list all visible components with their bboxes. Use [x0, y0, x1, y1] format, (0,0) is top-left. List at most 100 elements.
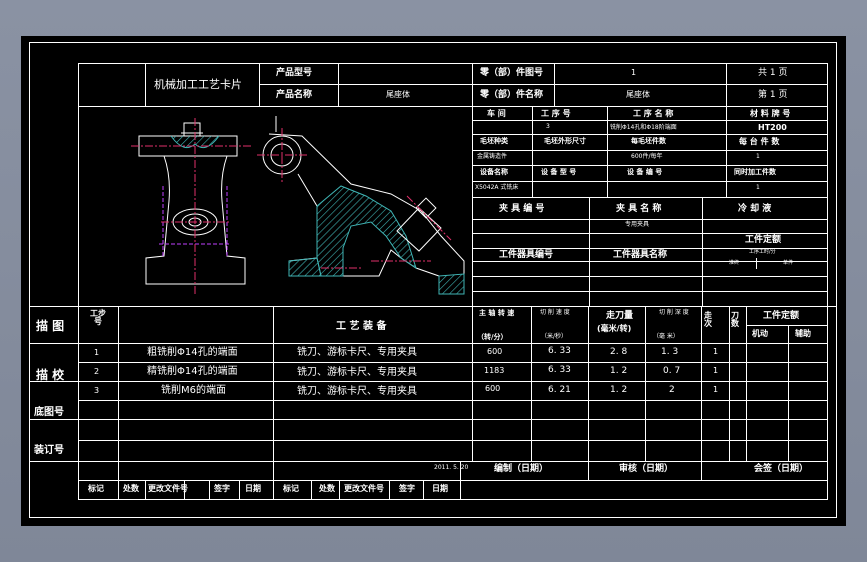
workshop-label: 车 间 — [487, 109, 506, 118]
quota-label: 工件定额 — [745, 235, 782, 245]
step-feed: 1. 2 — [610, 366, 628, 376]
fixture-name-label: 夹 具 名 称 — [616, 204, 662, 214]
product-name-label: 产品名称 — [276, 90, 313, 100]
material: HT200 — [758, 123, 787, 132]
equip-no-label: 设 备 编 号 — [627, 168, 663, 176]
footer-count-2: 处数 — [319, 484, 335, 493]
quota-single: 单件 — [783, 260, 794, 266]
step-cut-speed: 6. 33 — [548, 365, 571, 375]
fixture-no-label: 夹 具 编 号 — [499, 204, 545, 214]
countersign-label: 会签（日期） — [754, 464, 809, 474]
card-title: 机械加工工艺卡片 — [154, 78, 242, 91]
step-feed: 2. 8 — [610, 347, 628, 357]
step-content: 铣削M6的端面 — [161, 385, 226, 396]
step-no: 1 — [94, 348, 100, 357]
step-passes: 1 — [713, 385, 719, 394]
cut-depth-unit: （毫 米） — [653, 333, 679, 340]
side-view — [257, 116, 465, 295]
side-label-base-no: 底图号 — [34, 407, 64, 418]
side-centerline-screw — [406, 195, 452, 241]
station-tool-no-label: 工件器具编号 — [499, 250, 554, 260]
compile-label: 编制（日期） — [494, 464, 549, 474]
quota-prep: 准终 — [729, 260, 740, 266]
side-hatch-upper — [316, 185, 417, 277]
blank-type-label: 毛坯种类 — [480, 137, 508, 145]
step-depth: 2 — [669, 385, 675, 395]
cutting-speed-header: 切 削 速 度 — [540, 309, 570, 316]
step-speed: 1183 — [484, 366, 505, 375]
side-label-trace: 描 校 — [36, 368, 65, 382]
passes-header: 走 次 — [704, 311, 712, 328]
side-screw-head — [415, 197, 437, 219]
part-name: 尾座体 — [626, 90, 650, 99]
step-cut-speed: 6. 21 — [548, 385, 571, 395]
blank-qty-label: 每毛坯件数 — [631, 137, 666, 145]
part-no: 1 — [631, 68, 637, 77]
step-content: 精铣削Φ14孔的端面 — [147, 366, 238, 377]
process-no: 3 — [546, 123, 550, 130]
step-equipment: 铣刀、游标卡尺、专用夹具 — [297, 347, 417, 358]
process-name: 铣削Φ14孔和Φ18阶端面 — [610, 124, 677, 131]
per-machine-label: 每 台 件 数 — [739, 137, 780, 146]
equipment-header: 工 艺 装 备 — [336, 321, 387, 332]
cutting-speed-unit: （米/秒） — [541, 333, 568, 340]
spindle-speed-unit: （转/分） — [477, 333, 508, 341]
side-screw-housing — [396, 207, 442, 252]
step-depth: 1. 3 — [661, 347, 679, 357]
step-passes: 1 — [713, 366, 719, 375]
step-passes: 1 — [713, 347, 719, 356]
step-content: 粗铣削Φ14孔的端面 — [147, 347, 238, 358]
footer-day-1: 日期 — [245, 484, 261, 493]
material-label: 材 料 牌 号 — [750, 109, 791, 118]
aux-time-header: 辅助 — [795, 329, 811, 338]
step-no: 3 — [94, 386, 100, 395]
step-cut-speed: 6. 33 — [548, 346, 571, 356]
simultaneous-label: 同时加工件数 — [734, 168, 776, 176]
footer-change-doc-1: 更改文件号 — [148, 484, 188, 493]
process-no-label: 工 序 号 — [541, 109, 571, 118]
coolant-label: 冷 却 液 — [738, 204, 772, 214]
product-name: 尾座体 — [386, 90, 410, 99]
step-no-header: 工步号 — [90, 309, 106, 326]
side-label-draw: 描 图 — [36, 319, 65, 333]
footer-change-doc-2: 更改文件号 — [344, 484, 384, 493]
footer-mark-1: 标记 — [88, 484, 104, 493]
step-equipment: 铣刀、游标卡尺、专用夹具 — [297, 367, 417, 378]
front-view — [131, 118, 251, 296]
footer-signature-1: 签字 — [214, 484, 230, 493]
station-tool-name-label: 工件器具名称 — [613, 250, 668, 260]
feed-header: 走刀量 — [606, 311, 634, 321]
front-screw-head — [183, 122, 201, 137]
footer-day-2: 日期 — [432, 484, 448, 493]
machine-time-header: 机动 — [752, 329, 768, 338]
cut-depth-header: 切 削 深 度 — [659, 309, 689, 316]
feed-unit: (毫米/转) — [597, 324, 632, 333]
step-speed: 600 — [487, 347, 503, 356]
simultaneous: 1 — [756, 184, 760, 191]
footer-count-1: 处数 — [123, 484, 139, 493]
footer-signature-2: 签字 — [399, 484, 415, 493]
process-name-label: 工 序 名 称 — [633, 109, 674, 118]
part-name-label: 零（部）件名称 — [480, 90, 544, 100]
blank-qty: 600件/每年 — [631, 153, 663, 160]
equip-name-label: 设备名称 — [480, 168, 508, 176]
review-label: 审核（日期） — [619, 464, 674, 474]
step-feed: 1. 2 — [610, 385, 628, 395]
footer-mark-2: 标记 — [283, 484, 299, 493]
part-drawing — [131, 116, 465, 296]
step-equipment: 铣刀、游标卡尺、专用夹具 — [297, 386, 417, 397]
page-no: 第 1 页 — [758, 90, 788, 100]
step-speed: 600 — [485, 384, 501, 393]
side-hatch-base-left — [288, 257, 322, 277]
fixture-name: 专用夹具 — [625, 221, 650, 228]
sheet-frame — [29, 42, 837, 518]
footer-date: 2011. 5. 20 — [434, 464, 469, 471]
total-pages: 共 1 页 — [758, 68, 788, 78]
blank-size-label: 毛坯外形尺寸 — [544, 137, 586, 145]
step-depth: 0. 7 — [663, 366, 681, 376]
tool-count-header: 刀 数 — [731, 311, 739, 328]
equip-name: X5042A 式铣床 — [475, 184, 519, 191]
blank-type: 金属铸造件 — [477, 153, 508, 160]
step-no: 2 — [94, 367, 100, 376]
drawing-sheet: 机械加工工艺卡片 产品型号 产品名称 尾座体 零（部）件图号 1 零（部）件名称… — [21, 36, 846, 526]
